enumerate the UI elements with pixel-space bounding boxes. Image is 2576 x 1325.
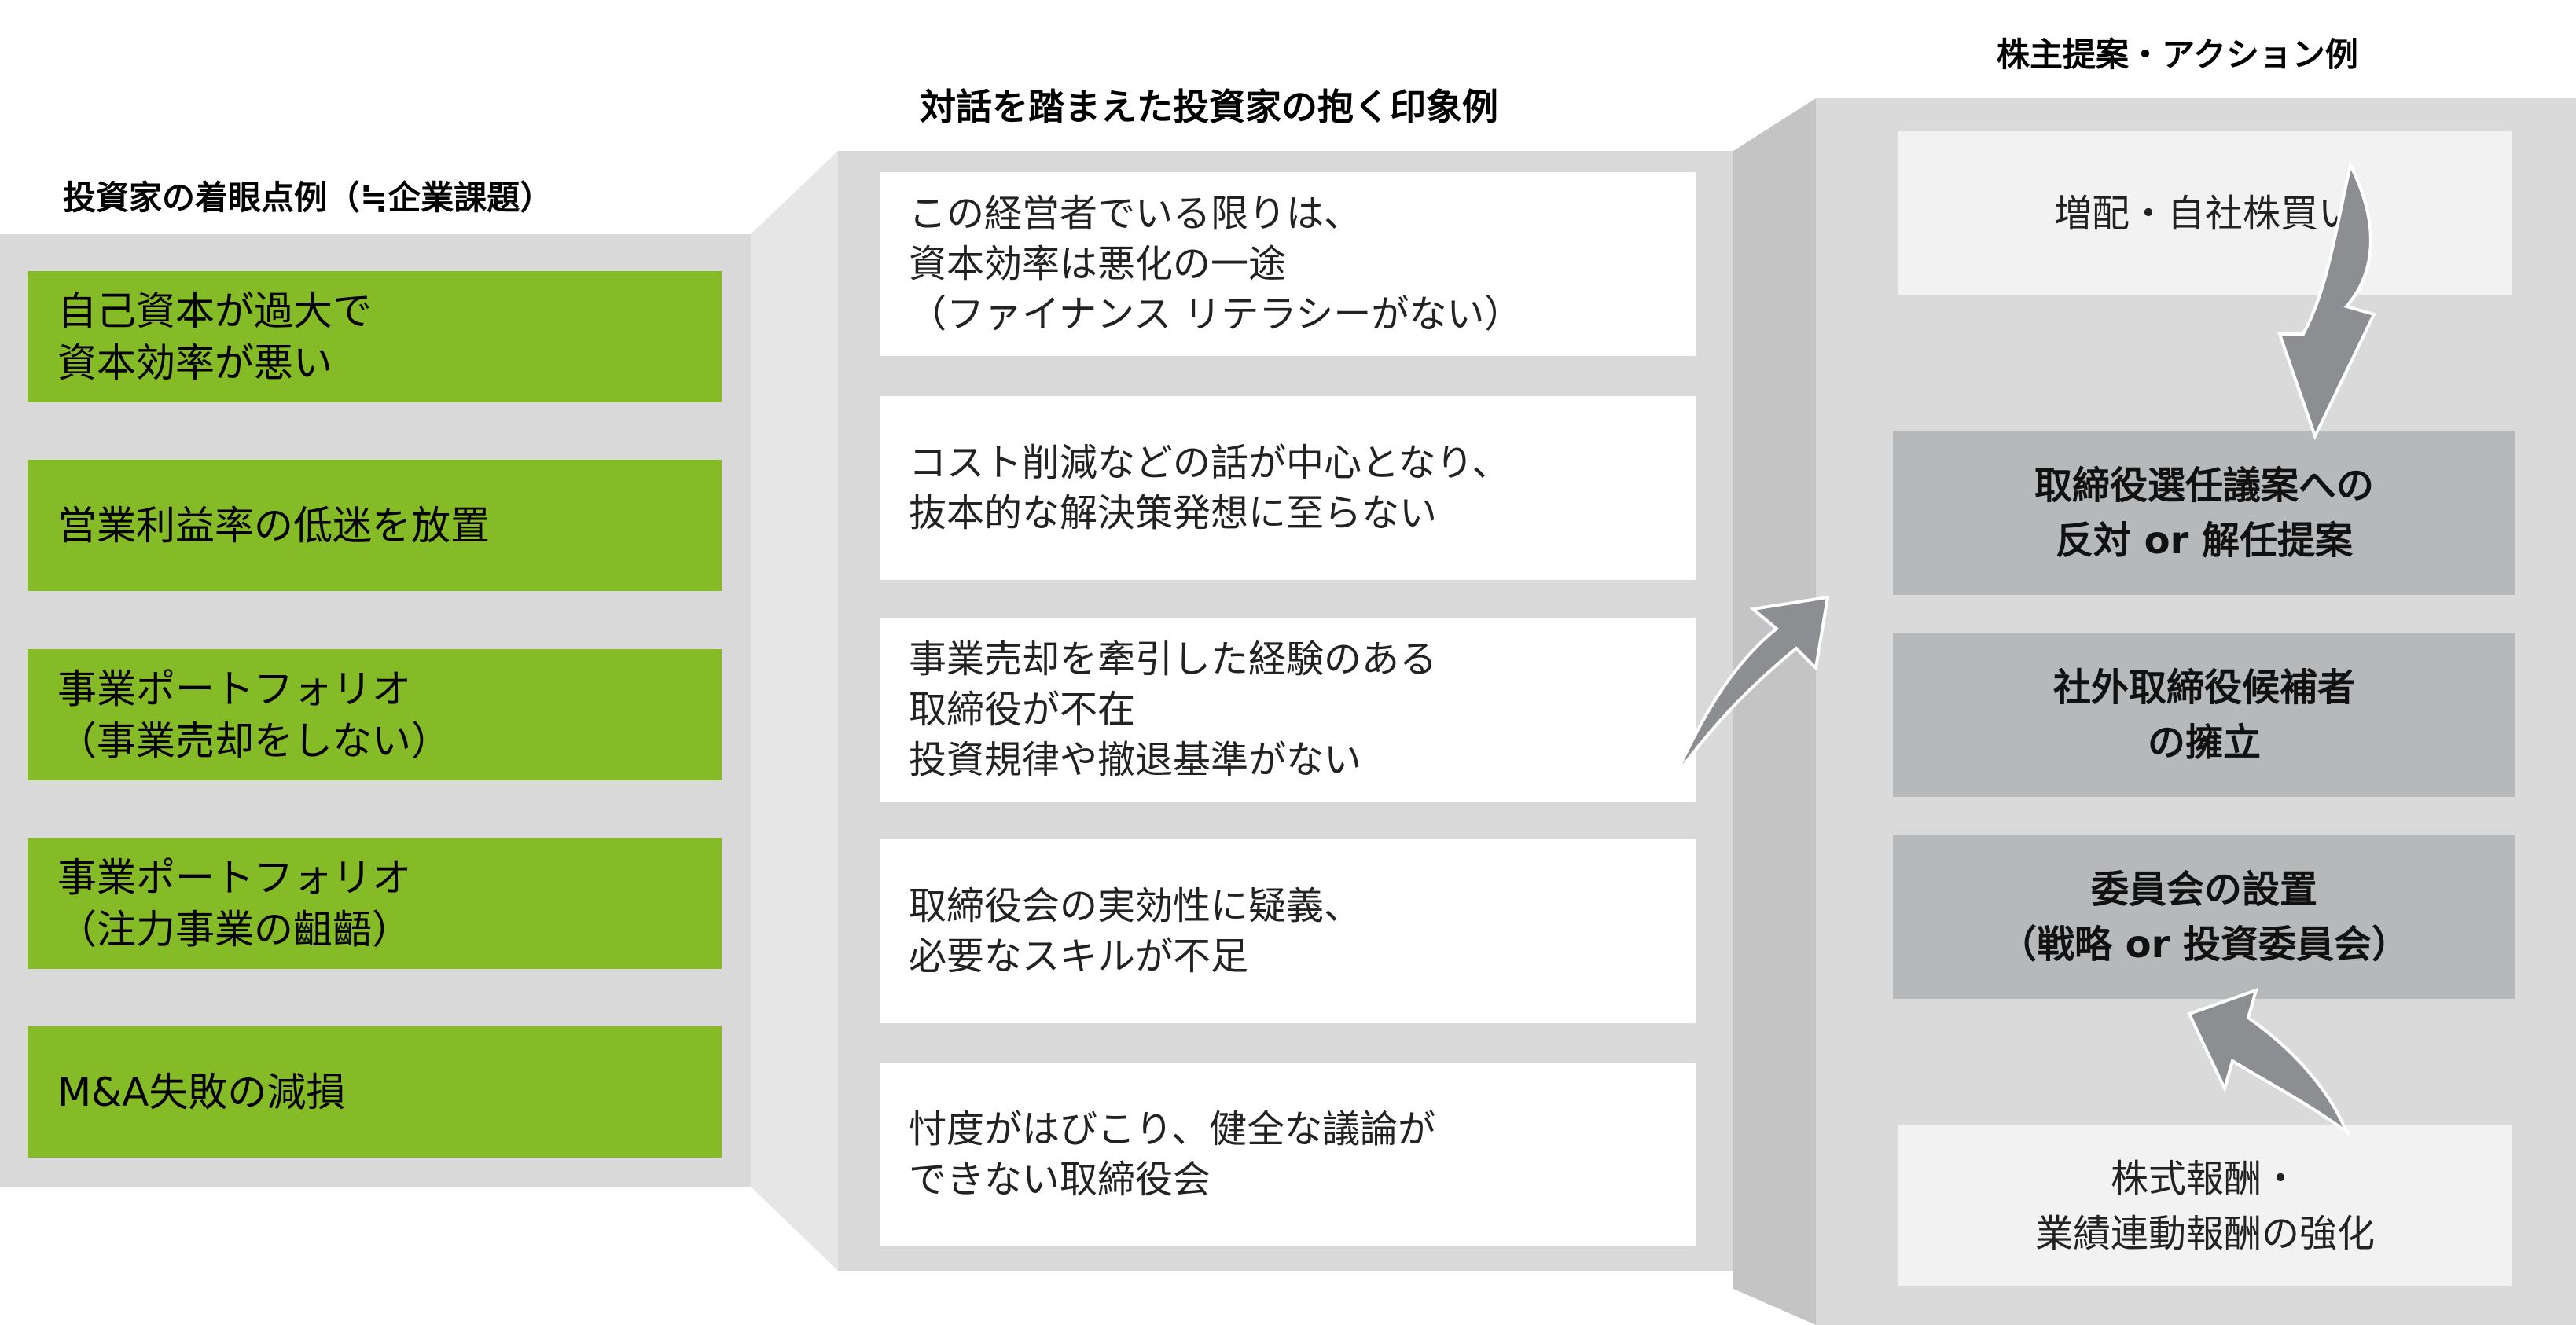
action-establish-committee: 委員会の設置（戦略 or 投資委員会） (1893, 835, 2515, 999)
impression-3: 事業売却を牽引した経験のある取締役が不在投資規律や撤退基準がない (880, 618, 1696, 802)
impression-4: 取締役会の実効性に疑義、必要なスキルが不足 (880, 839, 1696, 1023)
impression-2: コスト削減などの話が中心となり、抜本的な解決策発想に至らない (880, 396, 1696, 580)
impression-1: この経営者でいる限りは、資本効率は悪化の一途（ファイナンス リテラシーがない） (880, 172, 1696, 356)
action-nominate-outside-director: 社外取締役候補者の擁立 (1893, 633, 2515, 797)
curved-down-arrow-icon (2277, 160, 2376, 441)
focus-point-5: M&A失敗の減損 (28, 1026, 722, 1158)
focus-point-4: 事業ポートフォリオ（注力事業の齟齬） (28, 838, 722, 969)
left-column-header: 投資家の着眼点例（≒企業課題） (63, 178, 553, 217)
curved-up-arrow-icon (2187, 987, 2350, 1136)
action-dividend-buyback: 増配・自社株買い (1898, 131, 2512, 295)
focus-point-3: 事業ポートフォリオ（事業売却をしない） (28, 649, 722, 780)
right-column-header: 株主提案・アクション例 (1997, 35, 2358, 74)
focus-point-1: 自己資本が過大で資本効率が悪い (28, 271, 722, 402)
action-oppose-director-election: 取締役選任議案への反対 or 解任提案 (1893, 431, 2515, 595)
impression-5: 忖度がはびこり、健全な議論ができない取締役会 (880, 1063, 1696, 1246)
focus-point-2: 営業利益率の低迷を放置 (28, 460, 722, 591)
curved-arrow-icon (1673, 595, 1830, 780)
middle-column-header: 対話を踏まえた投資家の抱く印象例 (920, 86, 1498, 128)
action-stock-compensation: 株式報酬・業績連動報酬の強化 (1898, 1125, 2512, 1286)
